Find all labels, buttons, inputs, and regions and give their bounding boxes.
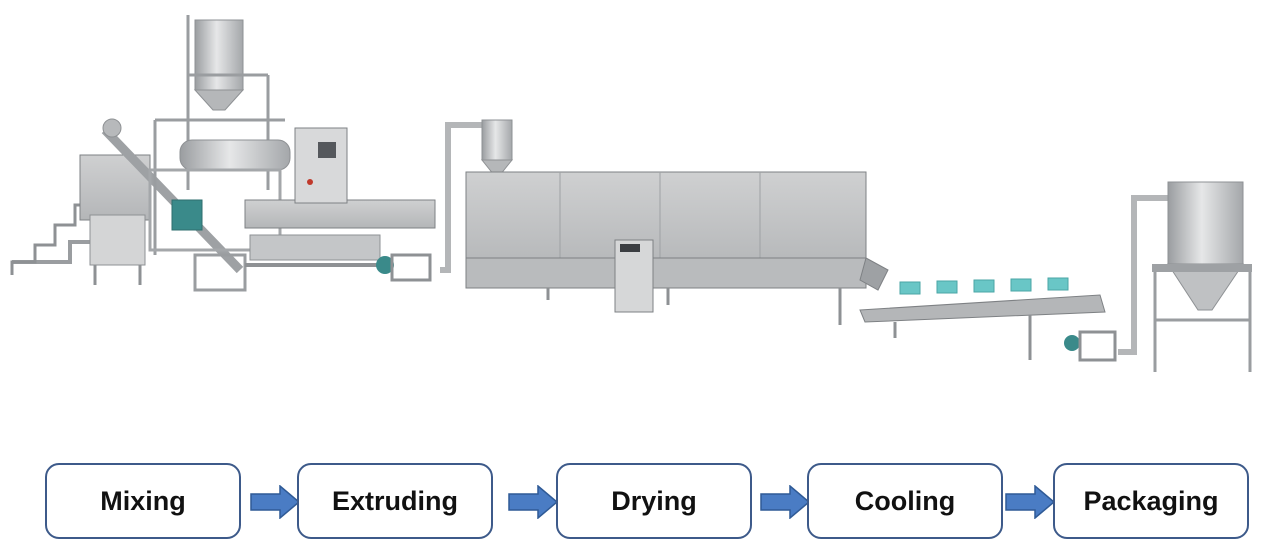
step-packaging: Packaging	[1053, 463, 1249, 539]
step-label-cooling: Cooling	[854, 485, 956, 516]
dryer-oven	[465, 171, 889, 325]
packaging-silo	[1118, 181, 1252, 372]
step-label-mixing: Mixing	[100, 485, 186, 516]
step-extruding: Extruding	[297, 463, 493, 539]
cooling-conveyor	[859, 277, 1117, 362]
extruder-machine	[148, 15, 436, 282]
step-mixing: Mixing	[45, 463, 241, 539]
arrow-right-icon	[1005, 485, 1055, 519]
step-drying: Drying	[556, 463, 752, 539]
arrow-right-icon	[250, 485, 300, 519]
production-line-illustration	[10, 15, 1252, 372]
arrow-right-icon	[760, 485, 810, 519]
arrow-right-icon	[508, 485, 558, 519]
step-label-extruding: Extruding	[332, 485, 458, 516]
conveyor-pipe	[440, 119, 514, 273]
step-label-packaging: Packaging	[1083, 485, 1219, 516]
step-label-drying: Drying	[611, 485, 697, 516]
step-cooling: Cooling	[807, 463, 1003, 539]
